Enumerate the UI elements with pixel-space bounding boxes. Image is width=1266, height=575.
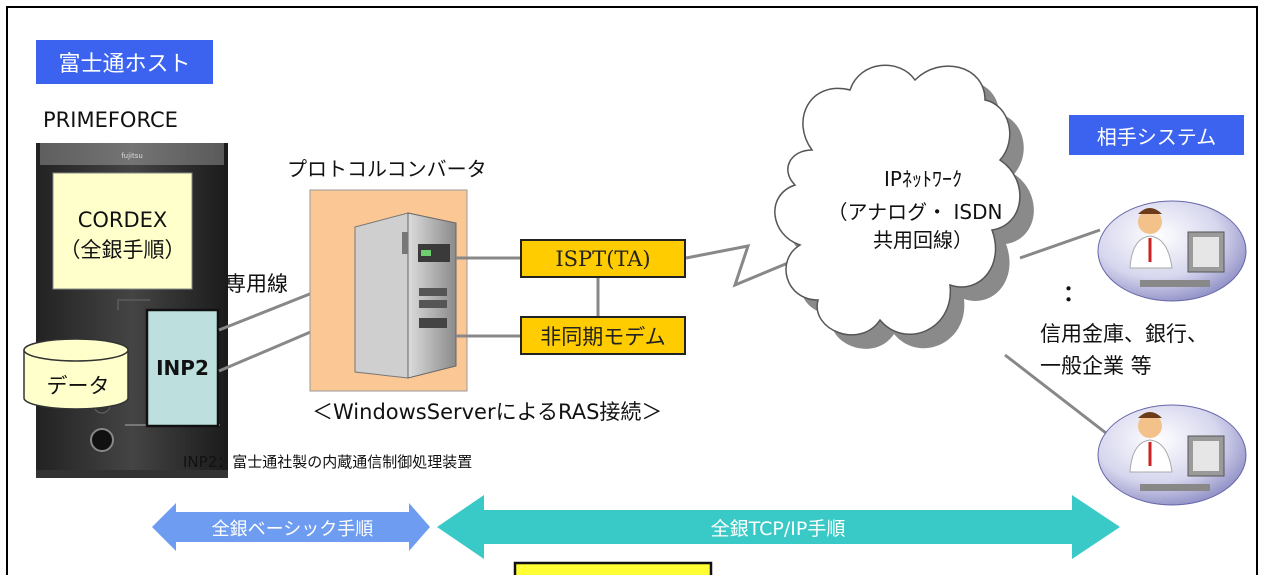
tcpip-protocol-label: 全銀TCP/IP手順 — [710, 518, 846, 540]
diagram-frame — [6, 6, 1258, 575]
basic-protocol-arrow — [152, 503, 430, 551]
async-modem-box: 非同期モデム — [520, 316, 686, 355]
inp2-label: INP2 — [156, 356, 209, 380]
cordex-box — [52, 172, 193, 290]
inp2-box — [145, 308, 220, 428]
leased-line-label: 専用線 — [225, 272, 288, 296]
network-label-line3: 共用回線） — [873, 228, 973, 252]
ispt-ta-box: ISPT(TA) — [520, 239, 686, 278]
host-model-label: PRIMEFORCE — [43, 108, 178, 132]
inp2-note: INP2：富士通社製の内蔵通信制御処理装置 — [183, 453, 473, 471]
partner-ellipsis: ： — [1063, 282, 1086, 307]
converter-title: プロトコルコンバータ — [287, 157, 487, 181]
network-to-partner-1 — [1019, 228, 1101, 260]
cordex-label: CORDEX （全銀手順） — [59, 208, 186, 262]
network-label-line2: （アナログ・ ISDN — [827, 200, 1003, 224]
partner-title-label: 相手システム — [1069, 115, 1244, 155]
tcpip-protocol-arrow — [437, 495, 1120, 559]
partner-user-icon-2 — [1097, 404, 1247, 506]
host-title-label: 富士通ホスト — [36, 40, 213, 84]
network-label-line1: IPﾈｯﾄﾜｰｸ — [884, 167, 962, 191]
bottom-highlight-box — [513, 561, 713, 575]
lightning-link — [685, 244, 801, 288]
server-icon — [354, 212, 457, 379]
ip-network-cloud-icon — [774, 64, 1034, 349]
basic-protocol-label: 全銀ベーシック手順 — [211, 519, 374, 540]
partner-examples: 信用金庫、銀行、 一般企業 等 — [1040, 322, 1208, 378]
network-to-partner-2 — [1004, 353, 1116, 442]
data-label: データ — [46, 374, 110, 398]
svg-text:fujitsu: fujitsu — [121, 152, 143, 160]
database-cylinder-icon — [23, 338, 129, 410]
converter-caption: ＜WindowsServerによるRAS接続＞ — [312, 400, 663, 424]
partner-user-icon-1 — [1097, 200, 1247, 302]
